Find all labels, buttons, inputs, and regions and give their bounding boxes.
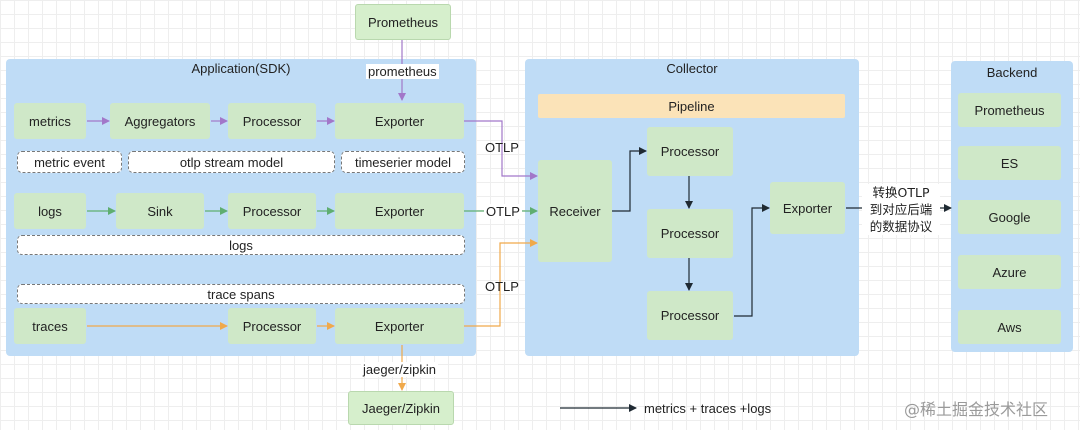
backend-item-aws: Aws <box>958 310 1061 344</box>
backend-item-google: Google <box>958 200 1061 234</box>
collector-exporter-node: Exporter <box>770 182 845 234</box>
label-prometheus: prometheus <box>366 64 439 79</box>
label-otlp-metrics: OTLP <box>485 140 519 155</box>
logs-exporter-node: Exporter <box>335 193 464 229</box>
label-otlp-traces: OTLP <box>485 279 519 294</box>
sink-node: Sink <box>116 193 204 229</box>
application-title: Application(SDK) <box>191 61 291 76</box>
pipeline-bar: Pipeline <box>538 94 845 118</box>
traces-exporter-node: Exporter <box>335 308 464 344</box>
jaeger-zipkin-node: Jaeger/Zipkin <box>348 391 454 425</box>
tag-trace-spans: trace spans <box>17 284 465 304</box>
prometheus-source-node: Prometheus <box>355 4 451 40</box>
watermark-text: @稀土掘金技术社区 <box>904 400 1049 419</box>
label-convert-line-2: 到对应后端 <box>869 202 933 217</box>
backend-title: Backend <box>986 65 1038 80</box>
collector-processor-1-node: Processor <box>647 127 733 176</box>
logs-processor-node: Processor <box>228 193 316 229</box>
label-jaeger-zipkin: jaeger/zipkin <box>361 362 438 377</box>
tag-otlp-stream-model: otlp stream model <box>128 151 335 173</box>
metrics-processor-node: Processor <box>228 103 316 139</box>
logs-node: logs <box>14 193 86 229</box>
traces-processor-node: Processor <box>228 308 316 344</box>
traces-node: traces <box>14 308 86 344</box>
label-convert-line-3: 的数据协议 <box>869 219 933 234</box>
label-convert-line-1: 转换OTLP <box>872 185 930 200</box>
metrics-exporter-node: Exporter <box>335 103 464 139</box>
tag-metric-event: metric event <box>17 151 122 173</box>
backend-item-es: ES <box>958 146 1061 180</box>
backend-item-prometheus: Prometheus <box>958 93 1061 127</box>
label-convert-otlp: 转换OTLP 到对应后端 的数据协议 <box>862 184 940 235</box>
backend-item-azure: Azure <box>958 255 1061 289</box>
label-otlp-logs: OTLP <box>484 204 522 219</box>
aggregators-node: Aggregators <box>110 103 210 139</box>
tag-timeserier-model: timeserier model <box>341 151 465 173</box>
collector-processor-3-node: Processor <box>647 291 733 340</box>
collector-title: Collector <box>666 61 718 76</box>
metrics-node: metrics <box>14 103 86 139</box>
collector-processor-2-node: Processor <box>647 209 733 258</box>
tag-logs: logs <box>17 235 465 255</box>
receiver-node: Receiver <box>538 160 612 262</box>
legend-label: metrics + traces +logs <box>644 401 772 416</box>
